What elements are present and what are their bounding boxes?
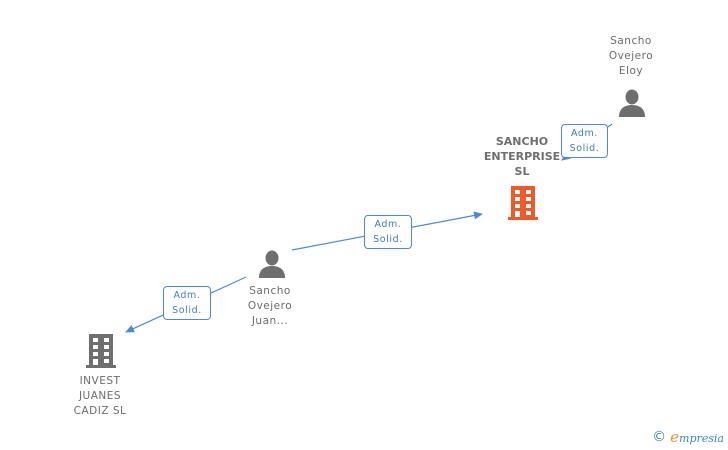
- node-label-sancho-ovejero-eloy[interactable]: Sancho Ovejero Eloy: [596, 34, 666, 79]
- node-label-sancho-ovejero-juan[interactable]: Sancho Ovejero Juan...: [235, 284, 305, 329]
- brand-initial: e: [670, 428, 680, 446]
- brand-rest: mpresia: [679, 432, 724, 445]
- label-line: Ovejero: [608, 50, 654, 62]
- badge-line: Solid.: [172, 305, 202, 316]
- label-line: Eloy: [618, 65, 644, 77]
- label-line: JUANES: [78, 390, 122, 402]
- person-icon[interactable]: [257, 250, 287, 278]
- label-line: Juan...: [251, 315, 289, 327]
- label-line: ENTERPRISE: [483, 150, 561, 163]
- label-line: Sancho: [249, 285, 291, 297]
- badge-line: Solid.: [569, 143, 600, 154]
- label-line: Sancho: [610, 35, 652, 47]
- label-line: SL: [514, 165, 530, 178]
- label-line: SANCHO: [495, 135, 549, 148]
- node-label-sancho-enterprise-sl[interactable]: SANCHO ENTERPRISE SL: [477, 134, 567, 179]
- company-building-icon[interactable]: [85, 334, 117, 368]
- badge-line: Adm.: [570, 128, 599, 139]
- brand-logo: empresia: [670, 428, 724, 446]
- edge-label-juan-enterprise: Adm. Solid.: [364, 215, 412, 249]
- company-building-icon-highlighted[interactable]: [507, 186, 539, 220]
- label-line: CADIZ SL: [73, 405, 127, 417]
- label-line: INVEST: [79, 375, 121, 387]
- badge-line: Adm.: [173, 290, 201, 301]
- node-label-invest-juanes-cadiz-sl[interactable]: INVEST JUANES CADIZ SL: [60, 374, 140, 419]
- copyright-icon: ©: [652, 429, 667, 445]
- badge-line: Solid.: [373, 234, 403, 245]
- empresia-watermark: © empresia: [652, 428, 724, 446]
- person-icon[interactable]: [617, 89, 647, 117]
- label-line: Ovejero: [247, 300, 293, 312]
- edge-label-eloy-enterprise: Adm. Solid.: [561, 124, 608, 158]
- badge-line: Adm.: [374, 219, 402, 230]
- edge-label-juan-invest: Adm. Solid.: [163, 286, 211, 320]
